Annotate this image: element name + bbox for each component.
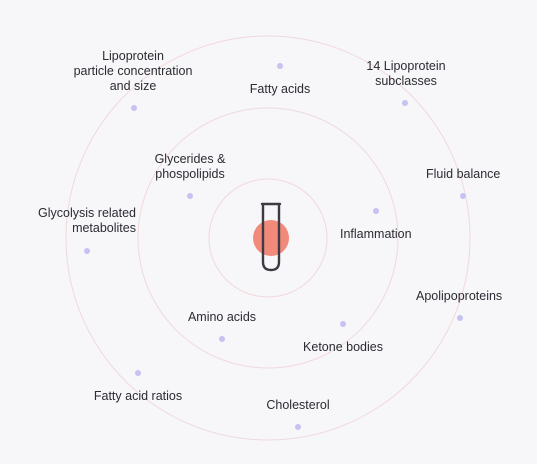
middle-ring: [137, 107, 399, 369]
node-glycolysis: [84, 248, 90, 254]
node-lipoprotein-particle: [131, 105, 137, 111]
node-fatty-acids: [277, 63, 283, 69]
node-inflammation: [373, 208, 379, 214]
label-lipoprotein-particle: Lipoprotein particle concentration and s…: [73, 49, 193, 93]
label-inflammation: Inflammation: [340, 227, 412, 241]
label-glycolysis: Glycolysis related metabolites: [38, 206, 136, 235]
node-fluid-balance: [460, 193, 466, 199]
node-amino-acids: [219, 336, 225, 342]
label-fluid-balance: Fluid balance: [426, 167, 501, 181]
label-apolipoproteins: Apolipoproteins: [416, 289, 503, 303]
node-lipoprotein-subclasses: [402, 100, 408, 106]
label-amino-acids: Amino acids: [187, 310, 257, 324]
center-dot: [253, 220, 289, 256]
label-cholesterol: Cholesterol: [266, 398, 330, 412]
node-glycerides: [187, 193, 193, 199]
inner-ring: [208, 178, 328, 298]
node-apolipoproteins: [457, 315, 463, 321]
label-fatty-acid-ratios: Fatty acid ratios: [93, 389, 183, 403]
label-fatty-acids: Fatty acids: [249, 82, 311, 96]
label-ketone-bodies: Ketone bodies: [303, 340, 383, 354]
node-ketone-bodies: [340, 321, 346, 327]
label-glycerides: Glycerides & phospolipids: [154, 152, 226, 181]
node-cholesterol: [295, 424, 301, 430]
test-tube-icon: [260, 202, 282, 272]
outer-ring: [65, 35, 471, 441]
label-lipoprotein-subclasses: 14 Lipoprotein subclasses: [366, 59, 446, 88]
node-fatty-acid-ratios: [135, 370, 141, 376]
